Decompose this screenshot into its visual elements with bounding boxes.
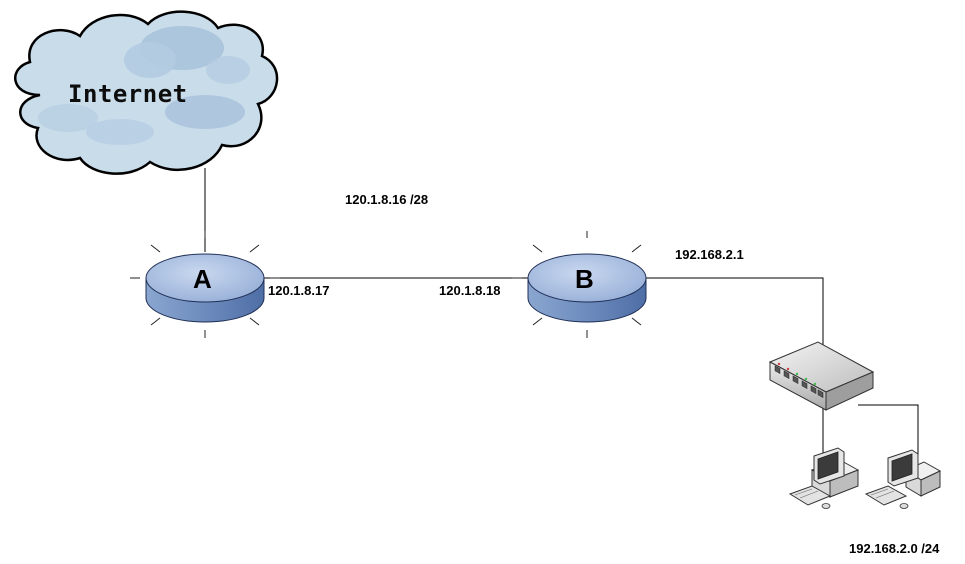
router-b-wan-ip-label: 120.1.8.18: [439, 283, 501, 298]
router-b-icon: [512, 231, 647, 338]
computer-1-icon: [788, 447, 860, 509]
router-b-lan-ip-label: 192.168.2.1: [675, 247, 744, 262]
link-router-b-to-switch: [645, 277, 824, 352]
switch-icon: [768, 341, 875, 411]
link-switch-to-pc-2: [858, 404, 919, 454]
router-a-label: A: [193, 264, 212, 294]
router-b-label: B: [575, 264, 594, 294]
computer-2-icon: [864, 449, 942, 509]
wan-subnet-label: 120.1.8.16 /28: [345, 192, 429, 207]
internet-label: Internet: [68, 80, 188, 108]
router-a-icon: [130, 231, 280, 338]
lan-subnet-label: 192.168.2.0 /24: [849, 541, 940, 556]
router-a-wan-ip-label: 120.1.8.17: [268, 283, 330, 298]
internet-cloud-icon: [14, 10, 279, 175]
